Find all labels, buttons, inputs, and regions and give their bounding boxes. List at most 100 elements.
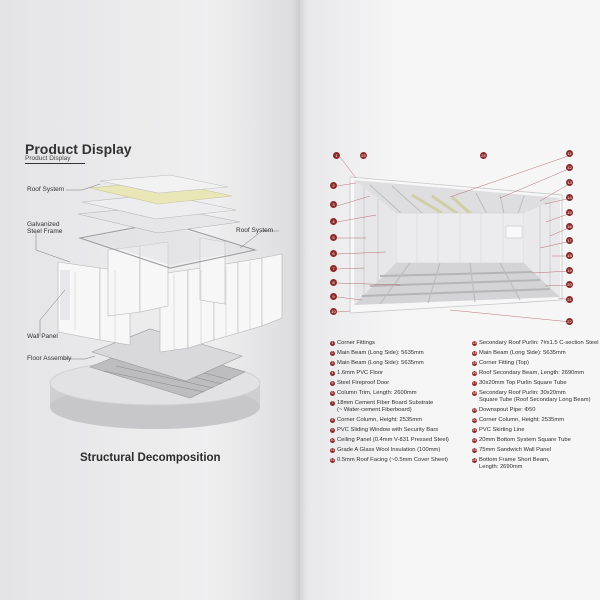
legend-text: 20mm Bottom System Square Tube (479, 437, 571, 443)
legend-number: 5 (330, 381, 335, 386)
legend-text: Column Trim, Length: 2600mm (337, 390, 417, 396)
legend-number: 10 (330, 438, 335, 443)
legend-text: Secondary Roof Purlin: 30x20mm Square Tu… (479, 390, 591, 403)
legend-number: 4 (330, 371, 335, 376)
legend-number: 23 (472, 448, 477, 453)
structural-decomposition-caption: Structural Decomposition (80, 452, 221, 464)
book-spine-shadow (292, 0, 308, 600)
legend-number: 19 (472, 408, 477, 413)
legend-number: 16 (472, 371, 477, 376)
legend-number: 8 (330, 418, 335, 423)
legend-text: Corner Fittings (337, 340, 376, 346)
callout-marker-18: 18 (566, 252, 573, 259)
label-roof-system-right: Roof System (236, 227, 274, 234)
legend-text: Roof Secondary Beam, Length: 2690mm (479, 370, 585, 376)
callout-marker-21: 21 (566, 296, 573, 303)
callout-marker-19: 19 (566, 267, 573, 274)
legend-text: Corner Column, Height: 2535mm (337, 417, 423, 423)
legend-number: 12 (330, 458, 335, 463)
legend-text: 18mm Cement Fiber Board Substrate (~ Wat… (337, 400, 434, 413)
left-page: Product Display Product Display (0, 0, 300, 600)
legend-text: Corner Column, Height: 2535mm (479, 417, 565, 423)
legend-number: 15 (472, 361, 477, 366)
legend-text: Main Beam (Long Side): 5635mm (479, 350, 566, 356)
callout-marker-8: 8 (330, 279, 337, 286)
legend-number: 7 (330, 401, 335, 406)
callout-marker-20: 20 (566, 281, 573, 288)
legend-text: Main Beam (Long Side): 5635mm (337, 360, 424, 366)
structural-decomposition-illustration (35, 174, 283, 429)
page-title: Product Display (25, 141, 132, 157)
callout-marker-5: 5 (330, 234, 337, 241)
legend-number: 9 (330, 428, 335, 433)
callout-marker-2: 2 (330, 182, 337, 189)
legend-text: PVC Sliding Window with Security Bars (337, 427, 439, 433)
callout-marker-22: 22 (566, 318, 573, 325)
callout-marker-23: 23 (360, 152, 367, 159)
label-floor-assembly: Floor Assembly (27, 355, 72, 362)
legend-text: Downspout Pipe: Φ50 (479, 407, 536, 413)
legend-number: 17 (472, 381, 477, 386)
callout-marker-4: 4 (330, 218, 337, 225)
legend-number: 21 (472, 428, 477, 433)
legend-number: 13 (472, 341, 477, 346)
callout-marker-6: 6 (330, 250, 337, 257)
callout-marker-14: 14 (566, 194, 573, 201)
legend-number: 24 (472, 458, 477, 463)
legend-number: 20 (472, 418, 477, 423)
legend-number: 18 (472, 391, 477, 396)
callout-marker-16: 16 (566, 223, 573, 230)
legend-text: 75mm Sandwich Wall Panel (479, 447, 551, 453)
legend-text: PVC Skirting Line (479, 427, 525, 433)
callout-marker-13: 13 (566, 179, 573, 186)
legend-text: Secondary Roof Purlin: 7#x1.5 C-section … (479, 340, 599, 346)
legend-text: Bottom Frame Short Beam, Length: 2690mm (479, 457, 550, 470)
callout-marker-9: 9 (330, 293, 337, 300)
legend-number: 22 (472, 438, 477, 443)
label-roof-system: Roof System (27, 186, 65, 193)
legend-text: Corner Fitting (Top) (479, 360, 529, 366)
legend-number: 11 (330, 448, 335, 453)
legend-number: 14 (472, 351, 477, 356)
page-subtitle: Product Display (25, 155, 71, 162)
callout-marker-15: 15 (566, 209, 573, 216)
legend-text: Steel Fireproof Door (337, 380, 390, 386)
legend-text: 1.6mm PVC Floor (337, 370, 384, 376)
callout-marker-3: 3 (330, 201, 337, 208)
legend-text: Main Beam (Long Side): 5635mm (337, 350, 424, 356)
callout-marker-1: 1 (333, 152, 340, 159)
legend-number: 1 (330, 341, 335, 346)
callout-marker-24: 24 (480, 152, 487, 159)
callout-marker-11: 11 (566, 150, 573, 157)
subtitle-rule (25, 163, 85, 164)
callout-marker-12: 12 (566, 164, 573, 171)
callout-marker-10: 10 (330, 308, 337, 315)
legend-text: 30x20mm Top Purlin Square Tube (479, 380, 567, 386)
